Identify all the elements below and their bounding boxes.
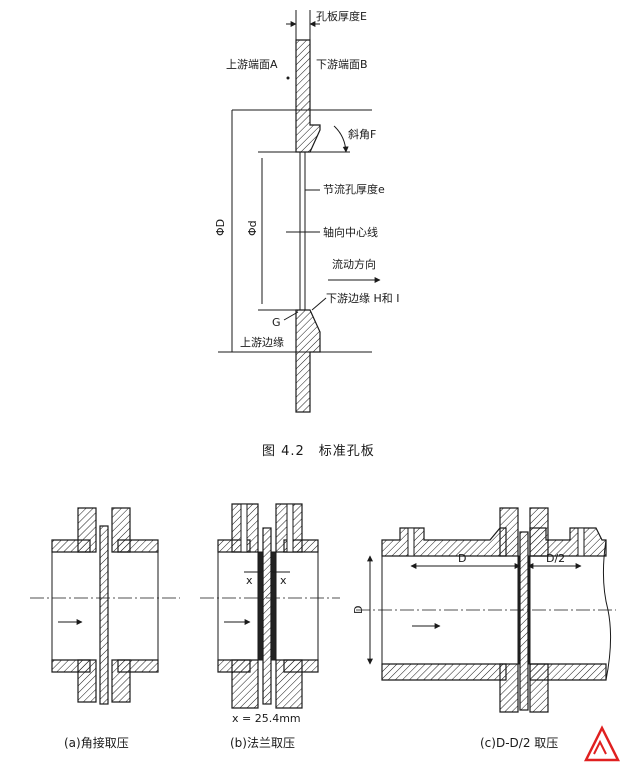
- flange-tap-figure: x x x = 25.4mm (b)法兰取压: [200, 503, 340, 750]
- flange-c-top-left: [499, 507, 519, 557]
- label-bevel-angle: 斜角F: [348, 128, 376, 141]
- label-dim-D: ΦD: [214, 219, 227, 236]
- label-dim-d: Φd: [246, 220, 259, 236]
- upstream-face-marker: [286, 76, 290, 80]
- plate-c: [519, 531, 529, 711]
- label-x-value: x = 25.4mm: [232, 712, 301, 725]
- plate-upper: [295, 39, 321, 153]
- label-dim-c-vertical: D: [352, 606, 365, 614]
- label-axial-centerline: 轴向中心线: [323, 225, 378, 239]
- label-dim-c-D: D: [458, 552, 466, 565]
- label-plate-thickness: 孔板厚度E: [316, 9, 367, 23]
- plate-a: [99, 525, 109, 705]
- plate-b: [262, 527, 272, 705]
- flange-b-bottom-left: [231, 659, 259, 709]
- label-upstream-face: 上游端面A: [226, 58, 278, 71]
- gasket-b-left: [257, 551, 264, 661]
- leader-downstream-edge: [311, 297, 327, 311]
- gasket-b-right: [270, 551, 277, 661]
- figure-caption: 图 4.2 标准孔板: [262, 444, 375, 459]
- tap-hole-c-downstream: [577, 527, 585, 557]
- pipe-c-bottom-left: [381, 663, 507, 681]
- corner-tap-figure: (a)角接取压: [30, 507, 180, 750]
- gasket-c-left: [517, 555, 521, 665]
- watermark-logo: [583, 725, 621, 762]
- flange-c-bottom-right: [529, 663, 549, 713]
- logo-inner-mark: [593, 739, 607, 755]
- caption-c: (c)D-D/2 取压: [480, 736, 558, 750]
- tap-hole-b-left: [240, 503, 248, 553]
- break-line-c: [602, 539, 612, 681]
- label-flow-direction: 流动方向: [332, 257, 376, 271]
- caption-b: (b)法兰取压: [230, 736, 295, 750]
- leader-point-g: [283, 311, 299, 321]
- label-downstream-face: 下游端面B: [316, 58, 368, 71]
- d-half-tap-figure: D D/2 D (c)D-D/2 取压: [352, 507, 616, 750]
- flange-c-bottom-left: [499, 663, 519, 713]
- logo-triangle: [583, 725, 621, 762]
- tap-hole-b-right: [286, 503, 294, 553]
- label-orifice-thickness: 节流孔厚度e: [323, 182, 385, 196]
- tap-hole-c-upstream: [407, 527, 415, 557]
- label-dim-c-D-half: D/2: [546, 552, 565, 565]
- flange-a-bottom-left: [77, 659, 97, 703]
- bevel-arc: [333, 125, 349, 153]
- label-x-left: x: [246, 574, 253, 587]
- label-downstream-edge: 下游边缘 H和 I: [326, 292, 400, 305]
- label-x-right: x: [280, 574, 287, 587]
- flange-a-bottom-right: [111, 659, 131, 703]
- flange-a-top-right: [111, 507, 131, 553]
- orifice-plate-figure: 孔板厚度E 上游端面A 下游端面B 斜角F ΦD Φd 节流孔厚度e 轴向中心线…: [214, 9, 400, 459]
- label-upstream-edge: 上游边缘: [240, 336, 284, 349]
- plate-lower: [295, 309, 321, 413]
- label-point-g: G: [272, 316, 281, 329]
- flange-a-top-left: [77, 507, 97, 553]
- gasket-c-right: [527, 555, 531, 665]
- flange-b-bottom-right: [275, 659, 303, 709]
- pipe-c-top-left: [381, 527, 507, 557]
- caption-a: (a)角接取压: [64, 735, 129, 750]
- flange-c-top-right: [529, 507, 549, 557]
